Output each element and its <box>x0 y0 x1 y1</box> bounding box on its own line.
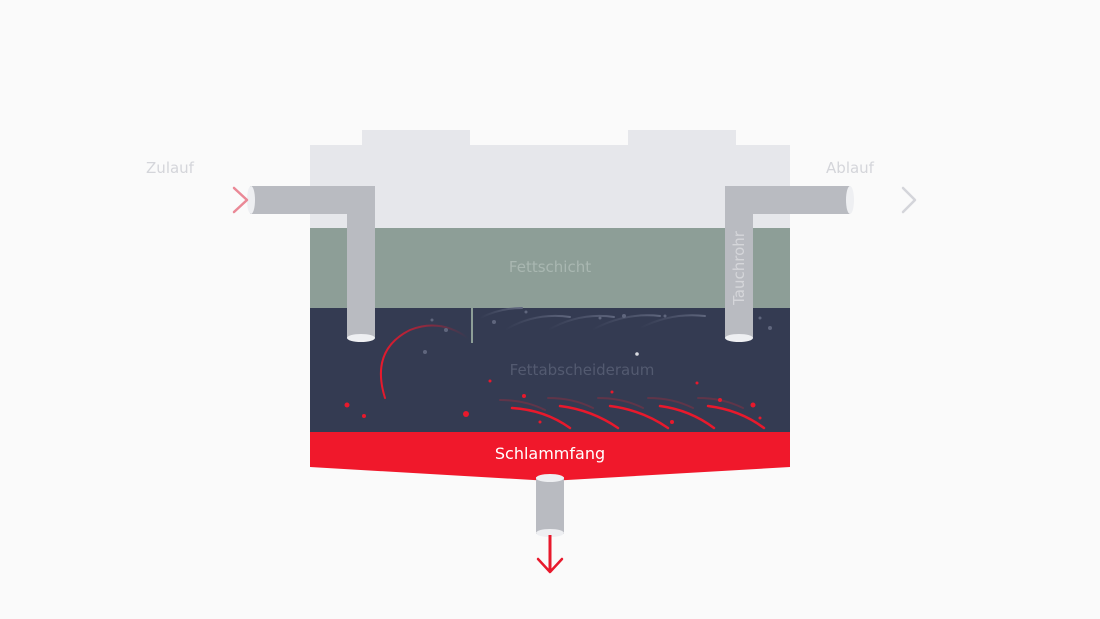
drain-pipe <box>536 474 564 537</box>
dip-pipe-label: Tauchrohr <box>730 230 748 306</box>
sludge-trap-label: Schlammfang <box>495 444 605 463</box>
outlet-label: Ablauf <box>826 159 875 177</box>
outlet-pipe-opening <box>846 186 854 214</box>
sediment-arc <box>510 406 572 430</box>
outlet-arrow <box>856 186 917 214</box>
tank-top <box>310 130 790 228</box>
inlet-pipe <box>247 186 375 342</box>
sludge-trap <box>310 432 790 481</box>
fat-particles <box>423 310 772 354</box>
sediment-arc <box>558 404 620 430</box>
sediment-arc <box>608 404 670 430</box>
sediment-arcs-red <box>510 404 766 430</box>
drain-pipe-bottom-opening <box>536 529 564 537</box>
dip-pipe-bottom-opening <box>725 334 753 342</box>
inlet-pipe-opening <box>247 186 255 214</box>
drain-pipe-top-opening <box>536 474 564 482</box>
flow-arc-curve <box>379 324 469 399</box>
tank-air-space <box>310 145 790 228</box>
separator-chamber-label: Fettabscheideraum <box>510 361 655 379</box>
inlet-label: Zulauf <box>146 159 195 177</box>
sediment-arc <box>658 404 716 430</box>
inlet-arrow <box>170 186 249 214</box>
flow-arcs-gray <box>479 307 706 331</box>
drain-arrow <box>536 535 564 574</box>
inlet-pipe-bottom-opening <box>347 334 375 342</box>
bubble <box>635 352 639 356</box>
fat-layer <box>310 228 790 308</box>
sludge-particles <box>344 379 762 424</box>
sediment-arc <box>706 404 766 430</box>
fat-layer-label: Fettschicht <box>509 258 591 276</box>
outlet-pipe <box>725 186 854 342</box>
